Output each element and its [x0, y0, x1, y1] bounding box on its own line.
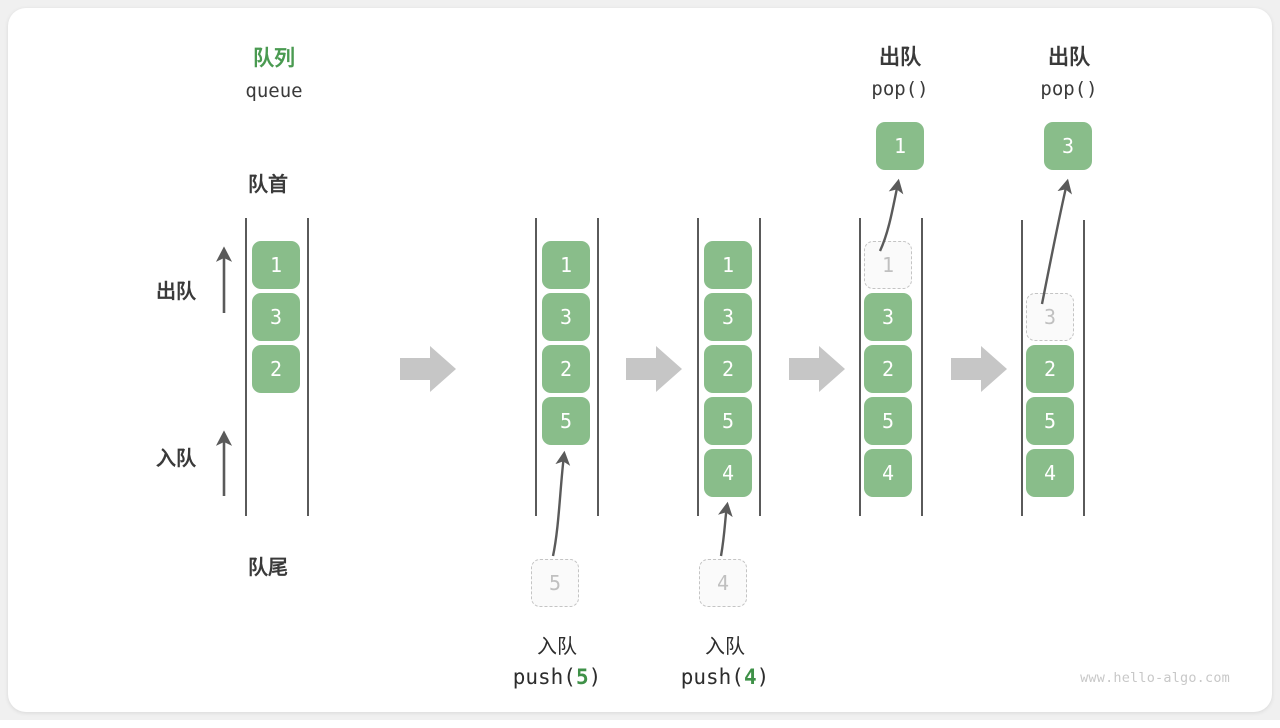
label-queue-front: 队首	[248, 174, 288, 196]
caption-code: push(5)	[512, 665, 602, 689]
queue-cell: 3	[704, 293, 752, 341]
label-enqueue: 入队	[156, 448, 196, 470]
caption-code: push(4)	[680, 665, 770, 689]
diagram-title-cn: 队列	[253, 47, 295, 70]
queue-cell: 3	[864, 293, 912, 341]
diagram-card: 队列 queue 队首 队尾 出队 入队 1 3 2 1 3 2 5 5 入队 …	[8, 8, 1272, 712]
rail-right-stage-pop-3	[1083, 220, 1085, 516]
queue-cell: 2	[864, 345, 912, 393]
rail-left-stage-pop-3	[1021, 220, 1023, 516]
rail-right-stage-initial	[307, 218, 309, 516]
rail-left-stage-pop-1	[859, 218, 861, 516]
rail-right-stage-push-4	[759, 218, 761, 516]
step-arrow-2	[626, 346, 682, 392]
rail-right-stage-pop-1	[921, 218, 923, 516]
heading-pop-1-cn: 出队	[879, 46, 921, 69]
queue-cell-ghost: 1	[864, 241, 912, 289]
rail-left-stage-initial	[245, 218, 247, 516]
heading-pop-3-cn: 出队	[1048, 46, 1090, 69]
pop-3-arrow	[1040, 178, 1072, 305]
queue-cell: 5	[1026, 397, 1074, 445]
arrows-overlay	[215, 178, 1072, 557]
queue-cell: 5	[542, 397, 590, 445]
caption-push-4: 入队 push(4)	[635, 630, 815, 689]
heading-pop-3-code: pop()	[1040, 78, 1098, 100]
label-queue-rear: 队尾	[248, 557, 288, 579]
queue-cell: 5	[704, 397, 752, 445]
rail-right-stage-push-5	[597, 218, 599, 516]
queue-cell: 4	[704, 449, 752, 497]
pending-cell: 5	[531, 559, 579, 607]
step-arrow-3	[789, 346, 845, 392]
queue-cell: 1	[704, 241, 752, 289]
caption-push-5: 入队 push(5)	[467, 630, 647, 689]
pending-cell: 4	[699, 559, 747, 607]
queue-cell-ghost: 3	[1026, 293, 1074, 341]
label-dequeue: 出队	[156, 281, 196, 303]
rail-left-stage-push-5	[535, 218, 537, 516]
queue-cell: 2	[704, 345, 752, 393]
popped-cell: 3	[1044, 122, 1092, 170]
watermark: www.hello-algo.com	[1080, 670, 1230, 686]
queue-cell: 5	[864, 397, 912, 445]
heading-pop-1-code: pop()	[871, 78, 929, 100]
diagram-title-en: queue	[245, 80, 303, 102]
queue-cell: 1	[252, 241, 300, 289]
queue-cell: 3	[252, 293, 300, 341]
queue-cell: 3	[542, 293, 590, 341]
caption-cn: 入队	[705, 636, 745, 658]
queue-cell: 4	[1026, 449, 1074, 497]
popped-cell: 1	[876, 122, 924, 170]
step-arrow-1	[400, 346, 456, 392]
push-4-arrow	[718, 501, 733, 557]
caption-cn: 入队	[537, 636, 577, 658]
queue-cell: 2	[252, 345, 300, 393]
queue-cell: 2	[1026, 345, 1074, 393]
queue-cell: 2	[542, 345, 590, 393]
rail-left-stage-push-4	[697, 218, 699, 516]
step-arrow-4	[951, 346, 1007, 392]
queue-cell: 1	[542, 241, 590, 289]
push-5-arrow	[551, 450, 571, 557]
queue-cell: 4	[864, 449, 912, 497]
